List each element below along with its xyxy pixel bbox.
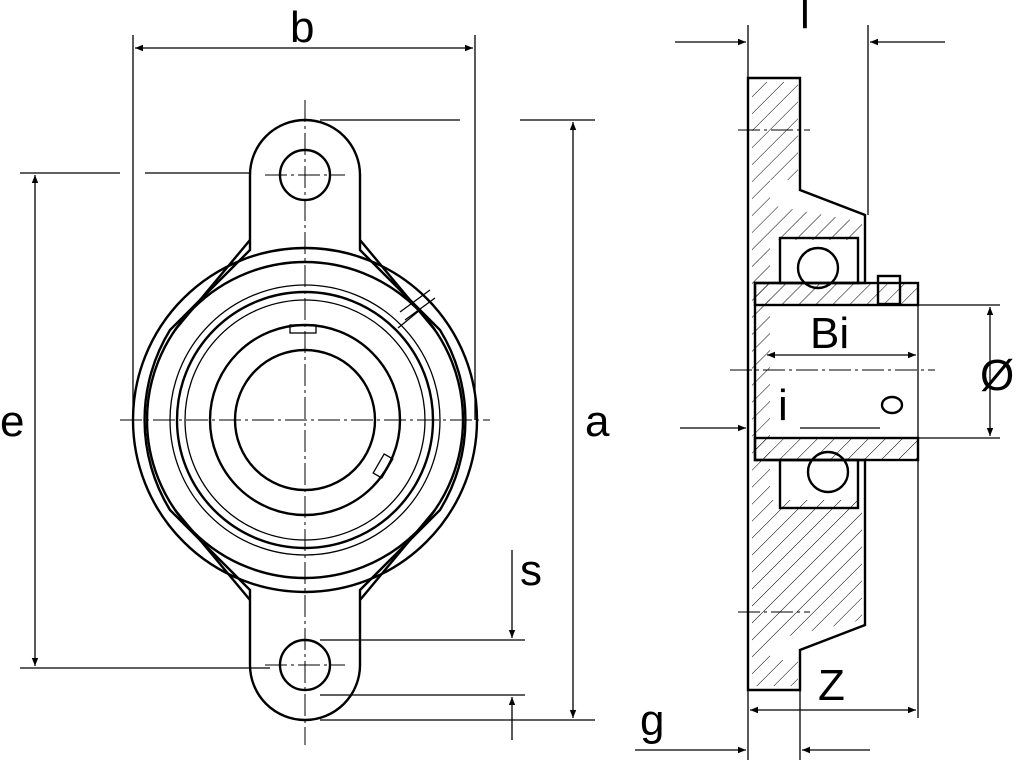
- ball-top: [796, 246, 840, 290]
- ball-bottom: [806, 450, 850, 494]
- label-a: a: [585, 397, 610, 446]
- label-Z: Z: [818, 661, 845, 710]
- label-l: l: [800, 0, 810, 38]
- label-i: i: [778, 381, 788, 430]
- lube-hole: [880, 395, 904, 415]
- side-view: [730, 76, 935, 692]
- label-e: e: [0, 397, 24, 446]
- flange-outline: [143, 118, 467, 722]
- set-screw: [876, 274, 902, 306]
- dimensions: [20, 25, 1000, 760]
- label-Bi: Bi: [810, 309, 849, 358]
- label-diameter: Ø: [980, 351, 1014, 400]
- label-b: b: [290, 3, 314, 52]
- label-g: g: [640, 696, 664, 745]
- label-s: s: [520, 546, 542, 595]
- front-view: [120, 100, 490, 745]
